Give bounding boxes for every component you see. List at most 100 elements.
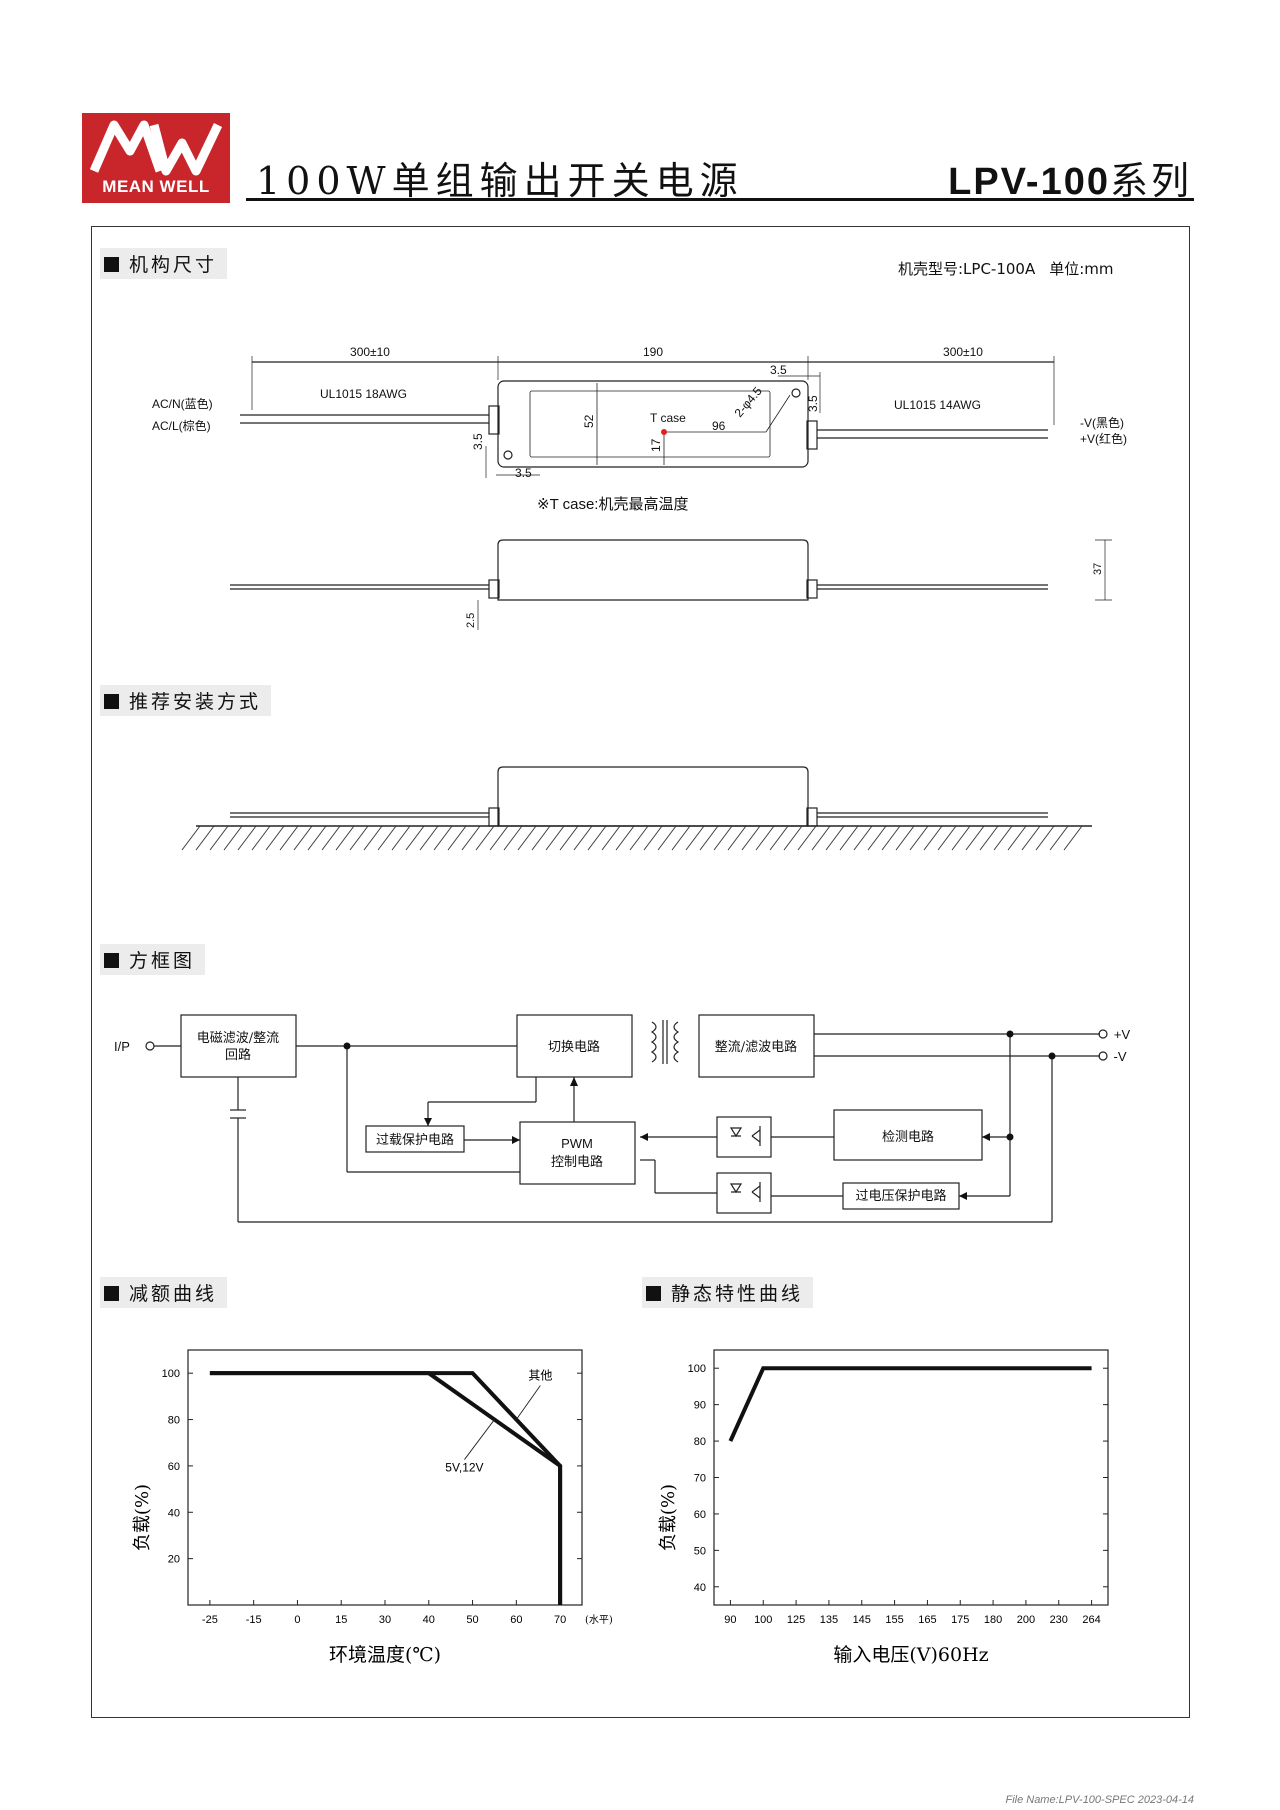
hatch-line bbox=[461, 825, 481, 851]
hatch-line bbox=[573, 825, 593, 851]
hatch-line bbox=[881, 825, 901, 851]
x-tick-label: 180 bbox=[984, 1614, 1002, 1626]
hatch-line bbox=[349, 825, 369, 851]
dim-mid: 190 bbox=[643, 345, 663, 359]
hatch-line bbox=[181, 825, 201, 851]
y-tick-label: 40 bbox=[168, 1507, 180, 1519]
hatch-line bbox=[657, 825, 677, 851]
vneg-label: -V bbox=[1114, 1049, 1127, 1064]
hatch-line bbox=[741, 825, 761, 851]
x-tick-label: 0 bbox=[294, 1614, 300, 1626]
hatch-line bbox=[1063, 825, 1083, 851]
x-tick-label: 145 bbox=[853, 1614, 871, 1626]
hatch-line bbox=[811, 825, 831, 851]
series-leader bbox=[464, 1419, 495, 1460]
x-tick-label: 100 bbox=[754, 1614, 772, 1626]
switching-label: 切换电路 bbox=[548, 1039, 600, 1055]
tcase-note: ※T case:机壳最高温度 bbox=[537, 496, 688, 513]
hatch-line bbox=[783, 825, 803, 851]
hatch-line bbox=[993, 825, 1013, 851]
hatch-line bbox=[895, 825, 915, 851]
hatch-line bbox=[671, 825, 691, 851]
transformer-primary bbox=[650, 1021, 657, 1063]
pwm-block bbox=[519, 1121, 636, 1185]
section-block-diagram: 方框图 bbox=[100, 944, 206, 975]
x-tick-suffix: (水平) bbox=[585, 1614, 613, 1626]
hatch-line bbox=[405, 825, 425, 851]
hatch-line bbox=[867, 825, 887, 851]
gland-right bbox=[806, 420, 818, 450]
cable-out-spec: UL1015 14AWG bbox=[894, 398, 981, 412]
series-model: LPV-100 bbox=[948, 161, 1110, 203]
section-mechanical-label: 机构尺寸 bbox=[129, 254, 218, 276]
ac-l-label: AC/L(棕色) bbox=[152, 418, 211, 433]
unit-label: 单位:mm bbox=[1049, 260, 1114, 278]
file-footer: File Name:LPV-100-SPEC 2023-04-14 bbox=[1005, 1794, 1194, 1806]
x-tick-label: 40 bbox=[423, 1614, 435, 1626]
header-rule bbox=[246, 198, 1194, 201]
ovp-label: 过电压保护电路 bbox=[855, 1188, 946, 1204]
section-block-diagram-label: 方框图 bbox=[129, 950, 196, 972]
series-line bbox=[728, 1366, 1092, 1442]
x-tick-label: 200 bbox=[1017, 1614, 1035, 1626]
series-title: LPV-100系列 bbox=[948, 150, 1192, 205]
y-tick-label: 60 bbox=[168, 1461, 180, 1473]
dim-37: 37 bbox=[1092, 563, 1104, 575]
x-tick-label: 125 bbox=[787, 1614, 805, 1626]
hatch-line bbox=[391, 825, 411, 851]
hatch-line bbox=[1021, 825, 1041, 851]
detect-block bbox=[833, 1109, 983, 1161]
y-tick-label: 100 bbox=[162, 1368, 180, 1380]
hatch-line bbox=[419, 825, 439, 851]
logo-text: MEAN WELL bbox=[102, 177, 210, 196]
dim-35-right: 3.5 bbox=[806, 395, 820, 412]
dim-35-top: 3.5 bbox=[770, 363, 787, 377]
section-static-label: 静态特性曲线 bbox=[671, 1283, 804, 1305]
gland-left bbox=[488, 405, 500, 435]
x-tick-label: 264 bbox=[1082, 1614, 1100, 1626]
installed-case bbox=[497, 766, 809, 827]
olp-label: 过载保护电路 bbox=[376, 1132, 454, 1148]
hatch-line bbox=[307, 825, 327, 851]
case-number: 机壳型号:LPC-100A bbox=[898, 260, 1036, 278]
hatch-line bbox=[923, 825, 943, 851]
hatch-line bbox=[727, 825, 747, 851]
detect-label: 检测电路 bbox=[882, 1129, 934, 1145]
document-title: 100W单组输出开关电源 bbox=[256, 159, 744, 203]
hatch-line bbox=[279, 825, 299, 851]
x-axis-label: 输入电压(V)60Hz bbox=[833, 1644, 988, 1666]
y-tick-label: 90 bbox=[694, 1400, 706, 1412]
hatch-line bbox=[223, 825, 243, 851]
y-axis-label: 负载(%) bbox=[658, 1484, 679, 1551]
ip-label: I/P bbox=[114, 1039, 130, 1054]
hatch-line bbox=[335, 825, 355, 851]
rectifier-label: 整流/滤波电路 bbox=[715, 1039, 797, 1055]
x-tick-label: 135 bbox=[820, 1614, 838, 1626]
hatch-line bbox=[209, 825, 229, 851]
case-info: 机壳型号:LPC-100A 单位:mm bbox=[898, 258, 1128, 279]
hatch-line bbox=[587, 825, 607, 851]
hatch-line bbox=[629, 825, 649, 851]
hatch-line bbox=[377, 825, 397, 851]
series-leader bbox=[515, 1385, 541, 1420]
hatch-line bbox=[685, 825, 705, 851]
hatch-line bbox=[699, 825, 719, 851]
hatch-line bbox=[615, 825, 635, 851]
hatch-line bbox=[909, 825, 929, 851]
hatch-line bbox=[363, 825, 383, 851]
hatch-line bbox=[1049, 825, 1069, 851]
y-axis-label: 负载(%) bbox=[132, 1484, 153, 1551]
tcase-label: T case bbox=[650, 411, 686, 425]
vpos-label: +V bbox=[1114, 1027, 1131, 1042]
chart-frame bbox=[713, 1349, 1109, 1606]
series-label: 其他 bbox=[528, 1369, 552, 1383]
hatch-line bbox=[559, 825, 579, 851]
hatch-line bbox=[643, 825, 663, 851]
x-tick-label: 230 bbox=[1050, 1614, 1068, 1626]
hatch-line bbox=[601, 825, 621, 851]
cable-in-spec: UL1015 18AWG bbox=[320, 387, 407, 401]
